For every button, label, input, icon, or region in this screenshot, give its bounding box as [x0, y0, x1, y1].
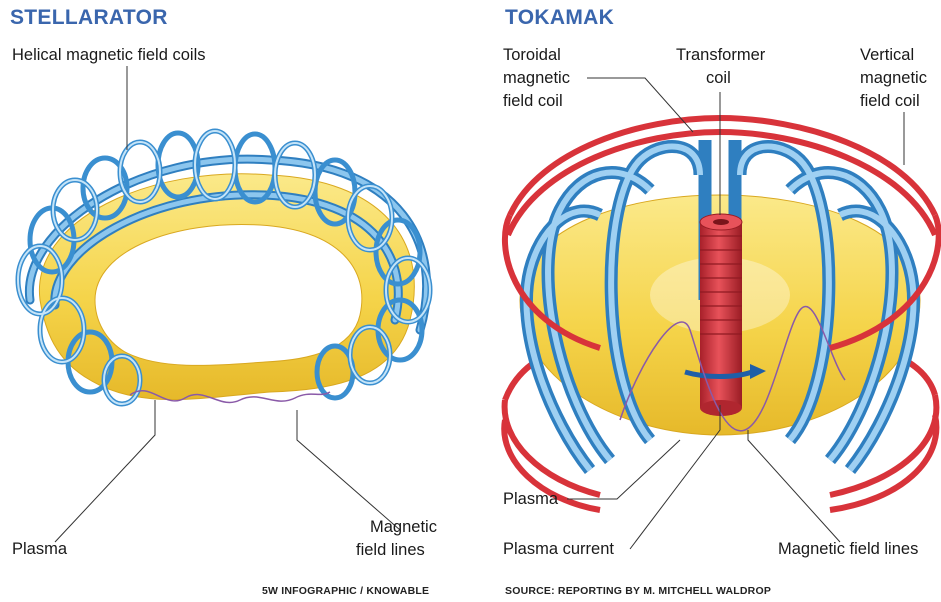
- label-stellarator-field-lines-1: Magnetic: [370, 516, 437, 539]
- label-helical-coils: Helical magnetic field coils: [12, 44, 206, 67]
- label-toroidal-coil-2: magnetic: [503, 67, 570, 90]
- label-vertical-coil-3: field coil: [860, 90, 920, 113]
- label-tokamak-field-lines: Magnetic field lines: [778, 538, 918, 561]
- label-vertical-coil-2: magnetic: [860, 67, 927, 90]
- label-toroidal-coil-3: field coil: [503, 90, 563, 113]
- tokamak-title: TOKAMAK: [505, 6, 614, 30]
- label-transformer-coil-2: coil: [706, 67, 731, 90]
- transformer-coil: [700, 214, 742, 416]
- stellarator-title: STELLARATOR: [10, 6, 168, 30]
- label-vertical-coil-1: Vertical: [860, 44, 914, 67]
- label-plasma-current: Plasma current: [503, 538, 614, 561]
- credit-infographic: 5W INFOGRAPHIC / KNOWABLE: [262, 585, 429, 597]
- label-stellarator-field-lines-2: field lines: [356, 539, 425, 562]
- credit-source: SOURCE: REPORTING BY M. MITCHELL WALDROP: [505, 585, 771, 597]
- stellarator-device: [18, 131, 430, 404]
- label-stellarator-plasma: Plasma: [12, 538, 67, 561]
- tokamak-device: [504, 118, 938, 510]
- label-toroidal-coil-1: Toroidal: [503, 44, 561, 67]
- label-transformer-coil-1: Transformer: [676, 44, 765, 67]
- label-tokamak-plasma: Plasma: [503, 488, 558, 511]
